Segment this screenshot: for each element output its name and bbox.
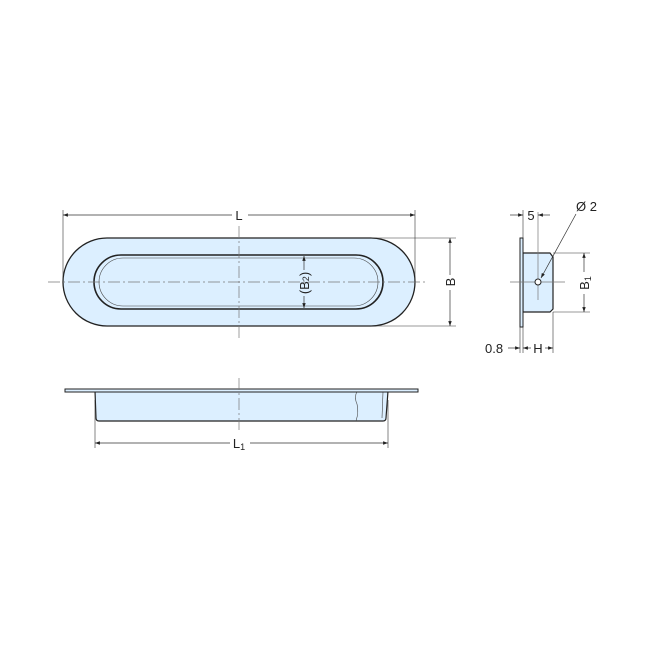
flange: [64, 388, 419, 393]
dia-leader: [540, 213, 577, 279]
label-B2: (B2): [297, 272, 312, 294]
end-flange: [519, 237, 524, 328]
label-H: H: [533, 341, 542, 356]
break-line: [355, 390, 359, 422]
label-5: 5: [527, 208, 534, 223]
label-diameter: Ø 2: [576, 199, 597, 214]
side-view: L1: [64, 378, 419, 452]
label-thickness: 0.8: [485, 341, 503, 356]
label-B: B: [443, 278, 458, 287]
inner-wall: [381, 391, 384, 419]
label-L1: L1: [233, 436, 245, 452]
top-view: L B (B2): [48, 208, 458, 338]
end-view: 5 Ø 2 B1 0.8 H: [485, 199, 597, 356]
label-B1: B1: [577, 276, 593, 290]
hole-icon: [534, 278, 542, 286]
inner-slot-edge: [98, 257, 379, 307]
cup-body: [94, 390, 389, 422]
label-L: L: [235, 208, 242, 223]
